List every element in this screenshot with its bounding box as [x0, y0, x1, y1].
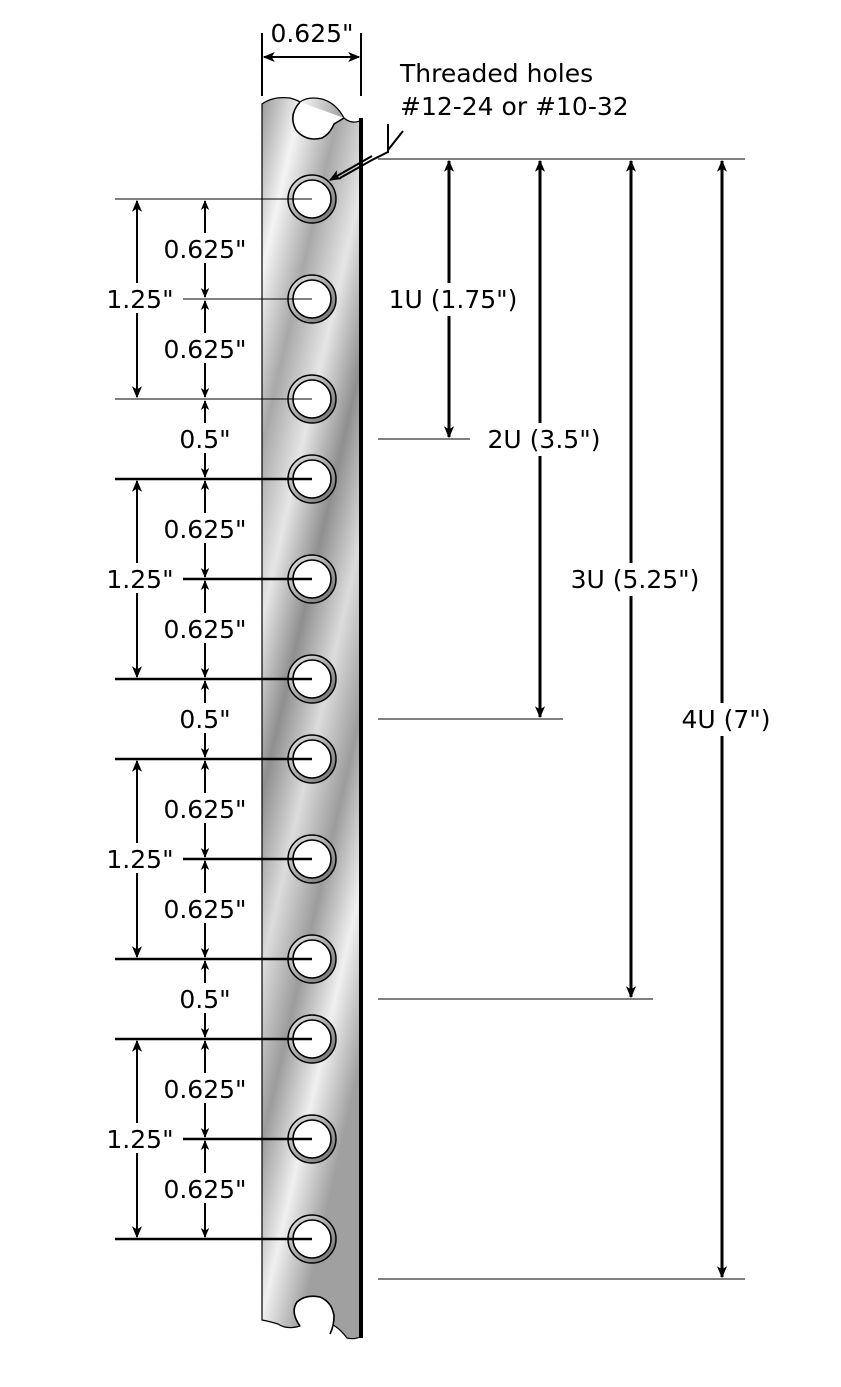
- rail-top-notch: [292, 101, 345, 140]
- u-height-label: 2U (3.5"): [488, 425, 601, 454]
- callout-leader: [339, 124, 389, 179]
- pitch-label-lower: 0.625": [163, 1175, 246, 1204]
- callout-line2: #12-24 or #10-32: [400, 92, 629, 121]
- span-label-bg: [100, 843, 176, 873]
- pitch-label-bg: [158, 233, 252, 263]
- gap-label-bg: [172, 983, 238, 1013]
- pitch-label-bg: [158, 333, 252, 363]
- span-label: 1.25": [106, 285, 173, 314]
- rail-width-dimension: 0.625": [261, 19, 362, 96]
- u-height-label: 4U (7"): [681, 705, 770, 734]
- gap-label: 0.5": [179, 425, 230, 454]
- gap-label-bg: [172, 703, 238, 733]
- pitch-label-bg: [158, 793, 252, 823]
- pitch-label-bg: [158, 1173, 252, 1203]
- span-label: 1.25": [106, 565, 173, 594]
- callout-leader-zigzag: [387, 130, 404, 151]
- callout-line1: Threaded holes: [399, 59, 593, 88]
- u-height-1: 1U (1.75"): [378, 159, 522, 440]
- rail-bottom-notch: [293, 1295, 335, 1335]
- pitch-label-bg: [158, 513, 252, 543]
- rack-rail: [261, 97, 363, 1340]
- pitch-label-upper: 0.625": [163, 235, 246, 264]
- unit-gap-dimension: 0.5": [172, 400, 238, 478]
- pitch-label-bg: [158, 613, 252, 643]
- threaded-holes-callout: Threaded holes #12-24 or #10-32: [328, 59, 629, 181]
- pitch-label-bg: [158, 893, 252, 923]
- callout-arrow: [328, 155, 373, 181]
- pitch-label-upper: 0.625": [163, 1075, 246, 1104]
- gap-label: 0.5": [179, 705, 230, 734]
- pitch-label-lower: 0.625": [163, 895, 246, 924]
- u-height-4: 4U (7"): [378, 159, 775, 1280]
- gap-label: 0.5": [179, 985, 230, 1014]
- u-height-label: 3U (5.25"): [571, 565, 700, 594]
- span-label: 1.25": [106, 1125, 173, 1154]
- span-label: 1.25": [106, 845, 173, 874]
- u-height-label-bg: [384, 283, 522, 316]
- unit-hole-group: 1.25" 0.625" 0.625": [100, 477, 312, 681]
- u-height-3: 3U (5.25"): [378, 159, 704, 1000]
- u-height-label-bg: [677, 703, 775, 736]
- span-label-bg: [100, 283, 176, 313]
- u-height-label-bg: [483, 423, 605, 456]
- unit-gap-dimension: 0.5": [172, 680, 238, 758]
- span-label-bg: [100, 563, 176, 593]
- pitch-label-lower: 0.625": [163, 335, 246, 364]
- unit-hole-group: 1.25" 0.625" 0.625": [100, 757, 312, 961]
- unit-hole-group: 1.25" 0.625" 0.625": [100, 1037, 312, 1241]
- pitch-label-lower: 0.625": [163, 615, 246, 644]
- span-label-bg: [100, 1123, 176, 1153]
- rail-width-label: 0.625": [270, 19, 353, 48]
- unit-hole-group: 1.25" 0.625" 0.625": [100, 198, 312, 400]
- pitch-label-upper: 0.625": [163, 795, 246, 824]
- u-height-2: 2U (3.5"): [378, 159, 605, 720]
- hole-spacing-dimensions: 1.25" 0.625" 0.625" 1.25" 0.625" 0.625" 1.25" 0…: [100, 198, 312, 1241]
- u-height-label-bg: [566, 563, 704, 596]
- gap-label-bg: [172, 423, 238, 453]
- pitch-label-upper: 0.625": [163, 515, 246, 544]
- pitch-label-bg: [158, 1073, 252, 1103]
- u-height-dimensions: 1U (1.75") 2U (3.5") 3U (5.25") 4U (7"): [378, 158, 775, 1280]
- u-height-label: 1U (1.75"): [389, 285, 518, 314]
- unit-gap-dimension: 0.5": [172, 960, 238, 1038]
